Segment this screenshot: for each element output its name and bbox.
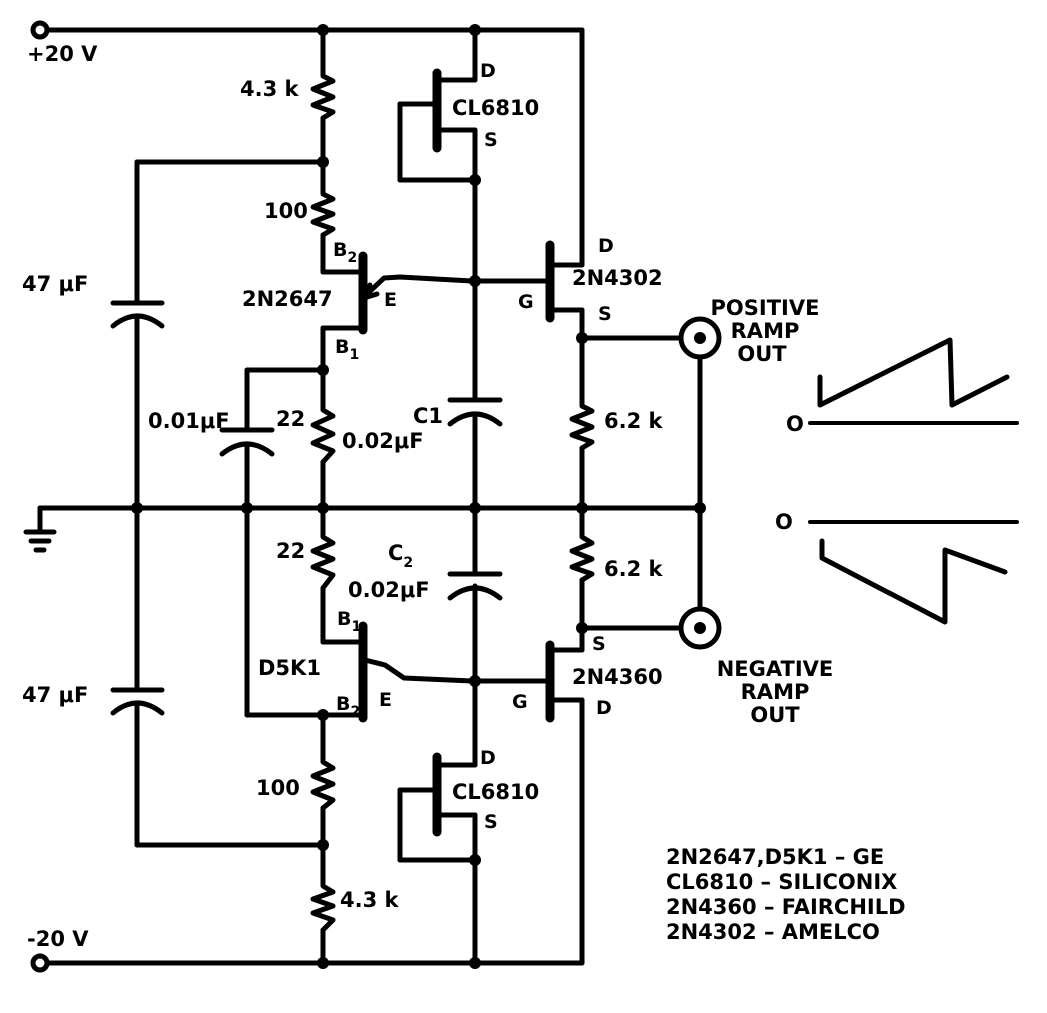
label-fet-2n4302-s: S: [598, 303, 612, 325]
label-capacitor-c1-name: C1: [413, 404, 443, 428]
label-fet-2n4302-part: 2N4302: [572, 266, 663, 290]
ujt-d5k1: [352, 621, 475, 723]
label-negative-ramp-line-3: OUT: [750, 703, 800, 727]
label-capacitor-c2-name: C2: [388, 541, 413, 571]
resistor-6-2k-top: [569, 397, 595, 451]
resistor-4-3k-bottom: [310, 877, 336, 933]
fet-2n4302: [527, 240, 585, 323]
label-ujt-d5k1-e: E: [379, 689, 392, 711]
label-cl6810-bottom-s: S: [484, 811, 498, 833]
resistor-6-2k-bottom: [569, 527, 595, 583]
capacitor-47uf-bottom: [110, 687, 165, 716]
fet-2n4360: [527, 640, 585, 723]
note-line-4: 2N4302 – AMELCO: [666, 920, 880, 944]
label-ujt-d5k1-b1: B1: [337, 608, 361, 635]
label-positive-ramp-line-3: OUT: [737, 342, 787, 366]
label-ujt-d5k1-part: D5K1: [258, 656, 321, 680]
label-cl6810-top-part: CL6810: [452, 96, 539, 120]
fet-column-wires: [472, 27, 585, 966]
label-capacitor-c2-value: 0.02μF: [348, 578, 430, 602]
positive-rail: [30, 20, 585, 40]
positive-ramp-waveform: [808, 337, 1019, 425]
negative-ramp-jack-icon: [678, 606, 722, 650]
negative-ramp-waveform: [808, 520, 1019, 625]
label-ujt-2n2647-part: 2N2647: [242, 287, 333, 311]
resistor-22-top: [310, 397, 336, 465]
label-resistor-4-3k-top: 4.3 k: [240, 77, 300, 101]
label-ujt-2n2647-b2: B2: [333, 239, 357, 266]
ujt-column-wires: [320, 27, 358, 966]
label-resistor-100-bottom: 100: [256, 776, 300, 800]
capacitor-c2: [447, 571, 503, 601]
capacitor-c1: [447, 397, 503, 427]
note-line-3: 2N4360 – FAIRCHILD: [666, 895, 906, 919]
label-ujt-2n2647-b1: B1: [335, 336, 359, 363]
bypass-column: [134, 159, 326, 848]
junction-dots: [131, 24, 706, 969]
note-line-1: 2N2647,D5K1 – GE: [666, 845, 884, 869]
resistor-4-3k-top: [310, 67, 336, 121]
label-negative-ramp-line-2: RAMP: [741, 680, 810, 704]
label-cl6810-bottom-d: D: [480, 747, 496, 769]
ground-icon: [23, 505, 57, 553]
label-positive-ramp-line-1: POSITIVE: [711, 296, 820, 320]
label-ujt-d5k1-b2: B2: [336, 693, 360, 720]
positive-ramp-jack-icon: [678, 316, 722, 360]
resistor-100-bottom: [310, 752, 336, 811]
label-negative-ramp-line-1: NEGATIVE: [717, 657, 834, 681]
label-cl6810-top-s: S: [484, 129, 498, 151]
label-fet-2n4360-s: S: [592, 633, 606, 655]
label-resistor-6-2k-bottom: 6.2 k: [604, 557, 664, 581]
label-waveform-zero-bottom: O: [775, 510, 793, 534]
label-capacitor-0-01uf: 0.01μF: [148, 409, 230, 433]
label-cl6810-top-d: D: [480, 60, 496, 82]
label-fet-2n4360-d: D: [596, 697, 612, 719]
label-capacitor-47uf-top: 47 μF: [22, 272, 88, 296]
capacitor-47uf-top: [110, 300, 165, 329]
label-negative-supply: -20 V: [27, 927, 89, 951]
resistor-100-top: [310, 185, 336, 238]
label-cl6810-bottom-part: CL6810: [452, 780, 539, 804]
current-limiter-cl6810-top: [397, 59, 478, 183]
label-positive-supply: +20 V: [27, 42, 98, 66]
resistor-22-bottom: [310, 527, 336, 591]
label-fet-2n4360-part: 2N4360: [572, 665, 663, 689]
label-fet-2n4302-d: D: [598, 235, 614, 257]
label-resistor-22-top: 22: [276, 407, 305, 431]
ujt-2n2647: [352, 251, 475, 335]
label-resistor-22-bottom: 22: [276, 539, 305, 563]
capacitor-0-01uf: [219, 367, 326, 718]
label-resistor-6-2k-top: 6.2 k: [604, 409, 664, 433]
output-wiring: [579, 335, 703, 631]
label-positive-ramp-line-2: RAMP: [731, 319, 800, 343]
label-fet-2n4302-g: G: [518, 291, 534, 313]
negative-rail: [30, 953, 585, 973]
label-ujt-2n2647-e: E: [384, 289, 397, 311]
label-waveform-zero-top: O: [786, 412, 804, 436]
label-fet-2n4360-g: G: [512, 691, 528, 713]
current-limiter-cl6810-bottom: [397, 752, 478, 863]
label-capacitor-c1-value: 0.02μF: [342, 429, 424, 453]
label-capacitor-47uf-bottom: 47 μF: [22, 683, 88, 707]
label-resistor-4-3k-bottom: 4.3 k: [340, 888, 400, 912]
label-resistor-100-top: 100: [264, 199, 308, 223]
note-line-2: CL6810 – SILICONIX: [666, 870, 897, 894]
